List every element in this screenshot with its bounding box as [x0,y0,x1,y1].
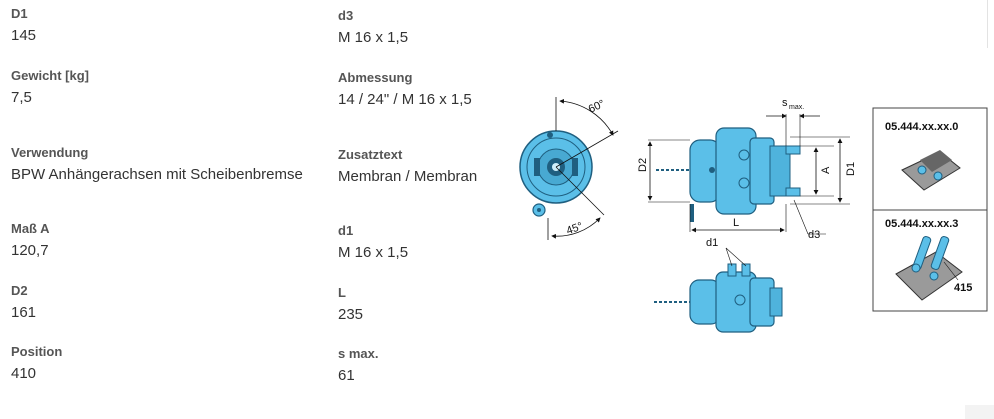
attr-label: D2 [11,283,28,298]
attr-value: M 16 x 1,5 [338,29,409,46]
attr-label: d3 [338,8,354,23]
side-view [656,127,801,222]
dim-label-a: A [820,166,832,174]
attr-value: 14 / 24" / M 16 x 1,5 [338,91,472,108]
divider [987,0,988,48]
attr-label: Abmessung [338,70,413,85]
top-view [654,263,783,333]
variant-label-1: 05.444.xx.xx.0 [885,121,958,133]
attr-label: d1 [338,223,354,238]
attr-value: 61 [338,367,355,384]
attr-value: Membran / Membran [338,168,478,185]
angle-label-bottom: 45° [565,220,585,237]
angle-label-top: 60° [587,98,607,116]
variant-label-2: 05.444.xx.xx.3 [885,218,958,230]
attr-value: BPW Anhängerachsen mit Scheibenbremse [11,166,303,183]
attr-value: 7,5 [11,89,32,106]
attr-value: 145 [11,27,37,44]
attr-l: L 235 [338,285,363,324]
attr-label: Verwendung [11,145,89,160]
attr-label: Zusatztext [338,147,403,162]
attr-abmessung: Abmessung 14 / 24" / M 16 x 1,5 [338,70,472,109]
attr-value: 120,7 [11,242,49,259]
attr-d3: d3 M 16 x 1,5 [338,8,408,47]
variant-callout: 415 [954,282,972,294]
dim-label-d1-small: d1 [706,237,718,249]
attr-label: Maß A [11,221,50,236]
attr-position: Position 410 [11,344,62,383]
attr-d2: D2 161 [11,283,36,322]
attr-gewicht: Gewicht [kg] 7,5 [11,68,89,107]
scroll-corner [965,405,994,419]
front-view [519,97,619,240]
attr-mass-a: Maß A 120,7 [11,221,50,260]
dim-label-smax: s [782,97,788,109]
attr-label: D1 [11,6,28,21]
dim-label-l: L [733,217,739,229]
attr-label: L [338,285,346,300]
variant-box [872,107,988,312]
attr-d1: D1 145 [11,6,36,45]
dim-label-d1: D1 [845,162,857,176]
attr-value: 235 [338,306,364,323]
attr-value: 410 [11,365,37,382]
attr-label: Position [11,344,63,359]
attr-label: Gewicht [kg] [11,68,90,83]
attr-d1-thread: d1 M 16 x 1,5 [338,223,408,262]
attr-value: M 16 x 1,5 [338,244,409,261]
attr-value: 161 [11,304,37,321]
dim-label-d2: D2 [637,158,649,172]
attr-s-max: s max. 61 [338,346,378,385]
attr-verwendung: Verwendung BPW Anhängerachsen mit Scheib… [11,145,303,184]
dim-label-smax-sub: max. [789,104,804,111]
dim-label-d3: d3 [808,229,820,241]
attr-zusatztext: Zusatztext Membran / Membran [338,147,477,186]
attr-label: s max. [338,346,379,361]
